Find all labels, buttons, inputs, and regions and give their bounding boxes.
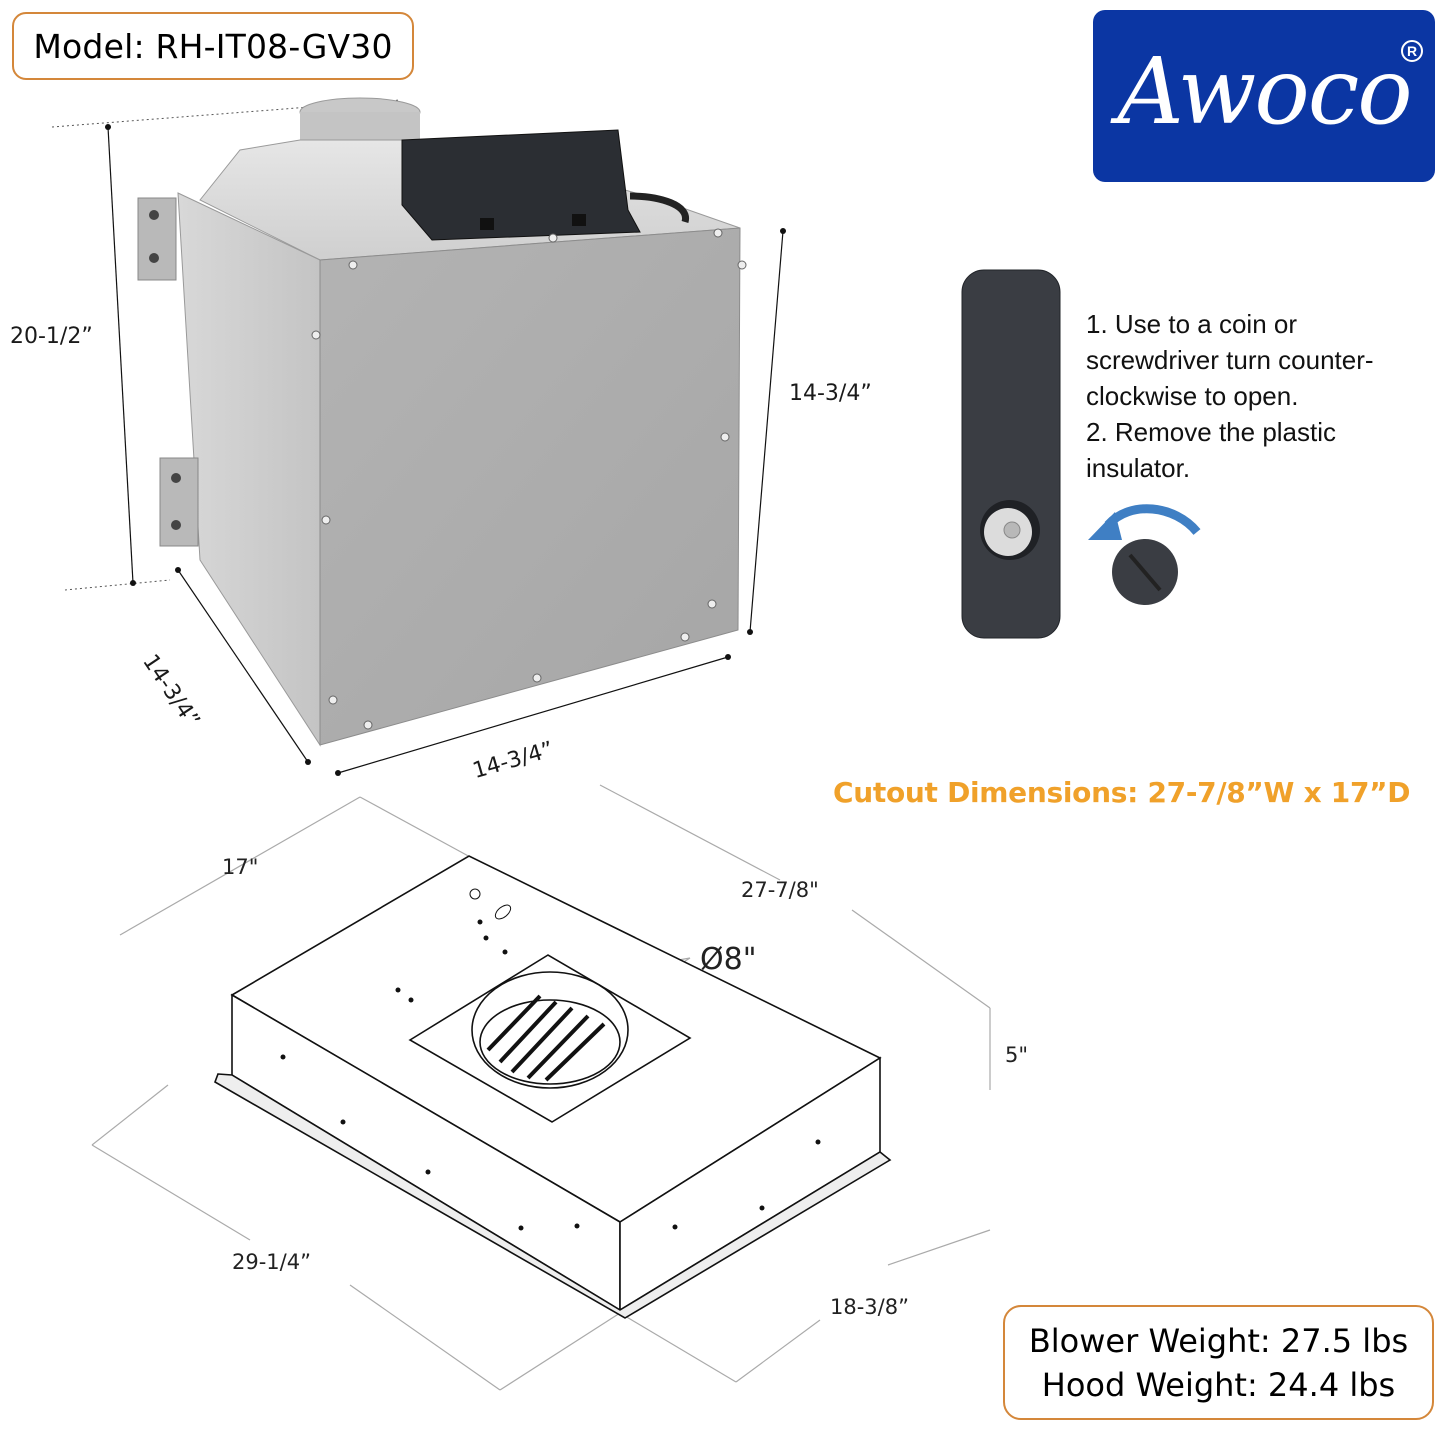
- hood-width-bottom-label: 29-1/4”: [232, 1250, 311, 1274]
- instruction-line: 2. Remove the plastic: [1086, 417, 1337, 447]
- model-label-box: Model: RH-IT08-GV30: [12, 12, 414, 80]
- hood-height-label: 5": [1005, 1043, 1029, 1067]
- model-label: Model: RH-IT08-GV30: [33, 26, 393, 66]
- counterclockwise-arrow-icon: [1104, 504, 1201, 536]
- blower-weight: Blower Weight: 27.5 lbs: [1028, 1321, 1409, 1360]
- hood-depth-bottom-label: 18-3/8”: [830, 1295, 909, 1319]
- instruction-line: screwdriver turn counter-: [1086, 345, 1374, 375]
- instruction-line: 1. Use to a coin or: [1086, 309, 1297, 339]
- instruction-line: clockwise to open.: [1086, 381, 1299, 411]
- remote-instructions: 1. Use to a coin or screwdriver turn cou…: [1086, 306, 1374, 486]
- instruction-line: insulator.: [1086, 453, 1191, 483]
- hood-width-top-label: 27-7/8": [741, 878, 819, 902]
- hood-weight: Hood Weight: 24.4 lbs: [1041, 1365, 1396, 1404]
- brand-logo: Awoco R: [1093, 10, 1435, 182]
- range-hood-drawing: [214, 855, 892, 1319]
- registered-mark-icon: R: [1401, 40, 1423, 62]
- cutout-dimensions: Cutout Dimensions: 27-7/8”W x 17”D: [833, 776, 1411, 809]
- blower-side-height-label: 14-3/4”: [789, 381, 872, 406]
- blower-height-label: 20-1/2”: [10, 324, 93, 349]
- remote-control: [961, 269, 1061, 639]
- duct-diameter-label: Ø8": [700, 942, 757, 977]
- weights-box: Blower Weight: 27.5 lbs Hood Weight: 24.…: [1003, 1305, 1434, 1420]
- duct-louvers: [486, 994, 606, 1082]
- hood-depth-top-label: 17": [222, 855, 259, 879]
- brand-name: Awoco: [1117, 38, 1412, 145]
